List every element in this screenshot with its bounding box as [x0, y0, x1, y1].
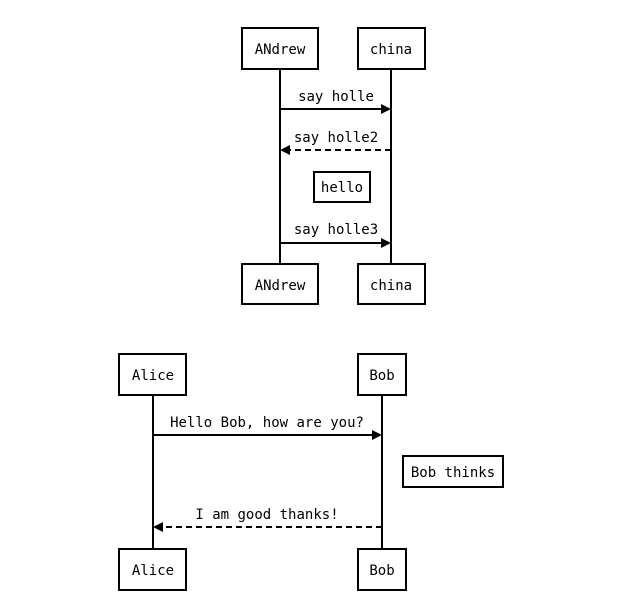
- participant-label: china: [370, 42, 412, 58]
- participant-box-bob-top: Bob: [357, 353, 407, 396]
- participant-label: Bob: [369, 368, 394, 384]
- arrow-head-icon: [372, 430, 382, 440]
- message-label: I am good thanks!: [195, 507, 338, 523]
- message-label: Hello Bob, how are you?: [170, 415, 364, 431]
- participant-label: Alice: [132, 368, 174, 384]
- note-box: Bob thinks: [402, 455, 504, 488]
- message-arrow: say holle3: [280, 222, 391, 248]
- note-box: hello: [313, 171, 371, 203]
- message-label: say holle3: [294, 222, 378, 238]
- participant-box-andrew-top: ANdrew: [241, 27, 319, 70]
- participant-box-alice-bottom: Alice: [118, 548, 187, 591]
- message-arrow-dashed: say holle2: [280, 130, 391, 155]
- message-label: say holle2: [294, 130, 378, 146]
- participant-label: ANdrew: [255, 42, 306, 58]
- message-arrow: Hello Bob, how are you?: [153, 415, 382, 440]
- participant-label: Bob: [369, 563, 394, 579]
- participant-box-bob-bottom: Bob: [357, 548, 407, 591]
- message-label: say holle: [298, 89, 374, 105]
- participant-label: ANdrew: [255, 278, 306, 294]
- sequence-diagram-2: Alice Bob Hello Bob, how are you? Bob th…: [118, 353, 504, 591]
- arrow-head-icon: [381, 238, 391, 248]
- sequence-diagram-1: ANdrew china say holle say holle2 hello …: [241, 27, 426, 305]
- participant-box-china-top: china: [357, 27, 426, 70]
- arrow-head-icon: [381, 104, 391, 114]
- arrow-head-icon: [280, 145, 290, 155]
- participant-label: Alice: [132, 563, 174, 579]
- note-label: hello: [321, 180, 363, 196]
- message-arrow-dashed: I am good thanks!: [153, 507, 382, 532]
- participant-box-alice-top: Alice: [118, 353, 187, 396]
- note-label: Bob thinks: [411, 465, 495, 481]
- arrow-head-icon: [153, 522, 163, 532]
- participant-box-china-bottom: china: [357, 263, 426, 305]
- participant-label: china: [370, 278, 412, 294]
- participant-box-andrew-bottom: ANdrew: [241, 263, 319, 305]
- message-arrow: say holle: [280, 89, 391, 114]
